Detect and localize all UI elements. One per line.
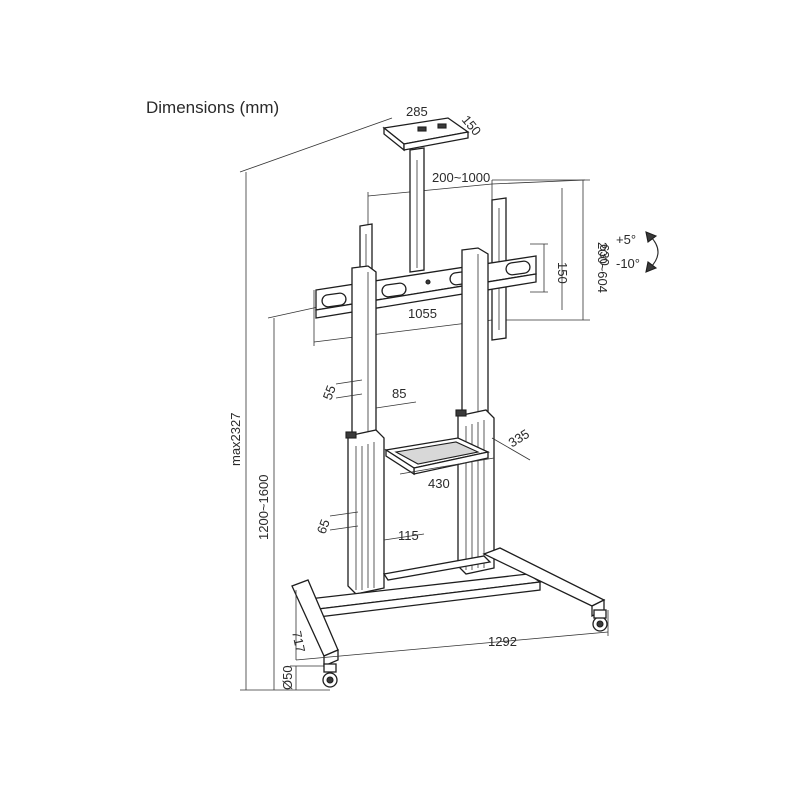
center-pole — [409, 147, 425, 273]
base-frame — [291, 547, 606, 667]
label-tilt-down: -10° — [616, 256, 640, 271]
max-height-dimension — [239, 117, 393, 691]
label-bracket-max-height: 630 — [597, 244, 612, 266]
label-lower-pole-a: 65 — [314, 517, 333, 536]
label-caster-diameter: Ø50 — [280, 665, 295, 690]
upper-pole-dimension — [335, 379, 417, 409]
label-shelf-depth: 335 — [506, 426, 532, 450]
bracket-width-range-dimension — [367, 179, 586, 240]
casters — [322, 609, 608, 688]
label-bracket-total-width: 1055 — [408, 306, 437, 321]
height-range-dimension — [267, 299, 351, 690]
label-shelf-width: 430 — [428, 476, 450, 491]
label-height-range: 1200~1600 — [256, 475, 271, 540]
label-upper-pole-a: 55 — [320, 383, 339, 402]
label-lower-pole-b: 115 — [398, 528, 419, 543]
base-dimensions — [290, 590, 609, 690]
label-base-depth: 717 — [289, 630, 308, 654]
label-top-plate-width: 285 — [406, 104, 428, 119]
lower-pole-dimension — [329, 511, 425, 541]
tilt-arrow-icon — [645, 231, 659, 273]
lower-poles — [345, 409, 495, 595]
top-camera-plate — [382, 117, 470, 152]
label-hole-spacing: 150 — [555, 262, 570, 284]
label-bracket-width-range: 200~1000 — [432, 170, 490, 185]
bracket-height-dimensions — [492, 179, 590, 321]
label-base-width: 1292 — [488, 634, 517, 649]
label-bracket-height-range: 200~604 — [595, 242, 610, 293]
shelf-dimensions — [399, 437, 531, 475]
label-upper-pole-b: 85 — [392, 386, 406, 401]
label-max-height: max2327 — [228, 413, 243, 466]
label-tilt-up: +5° — [616, 232, 636, 247]
page-title: Dimensions (mm) — [146, 98, 280, 117]
upper-poles — [351, 247, 489, 443]
